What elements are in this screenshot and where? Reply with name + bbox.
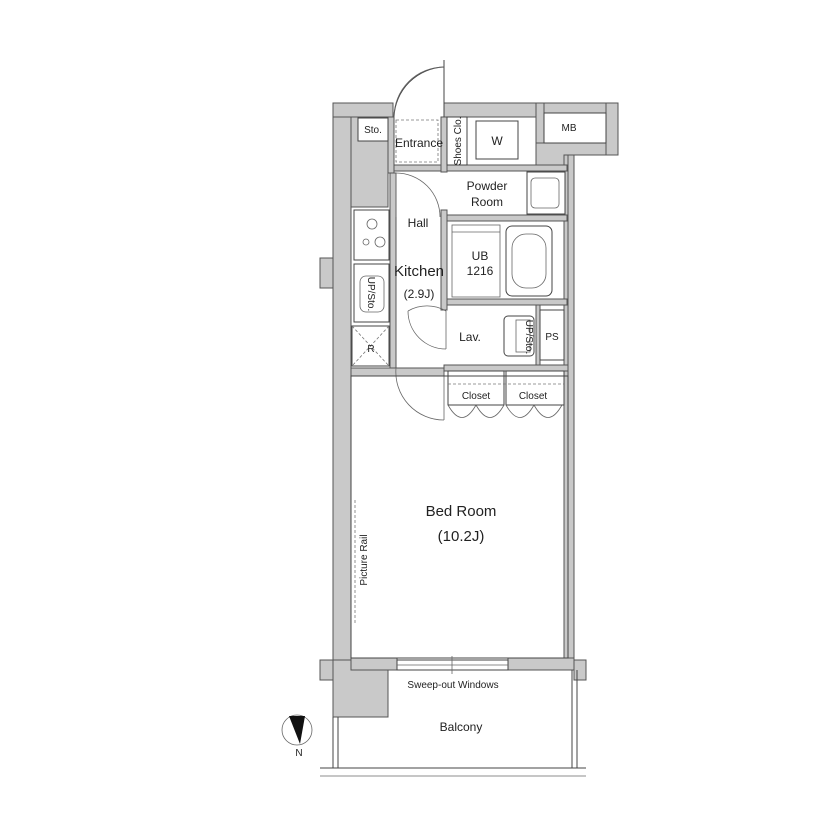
entrance-area: Entrance [393,60,445,163]
storage-area: Sto. [357,117,389,142]
pipe-space-label: PS [545,332,559,343]
closets: Closet Closet [447,370,565,418]
sweep-out-windows-label: Sweep-out Windows [407,680,498,691]
kitchen-size-label: (2.9J) [404,287,435,301]
powder-room: Powder Room [467,171,566,215]
lav-upper-storage-label: UP/Sto. [523,320,534,354]
unit-bath: UB 1216 [451,224,553,298]
hall: Hall [395,172,441,230]
bedroom-size-label: (10.2J) [438,528,485,545]
meter-box-label: MB [562,123,577,134]
north-arrow-icon: N [281,714,313,759]
unit-bath-label-2: 1216 [467,264,494,278]
north-label: N [295,748,302,759]
picture-rail-label: Picture Rail [359,534,370,585]
lavatory-label: Lav. [459,330,481,344]
bedroom: Bed Room (10.2J) Picture Rail [350,375,569,659]
closet-left-label: Closet [462,391,491,402]
balcony-label: Balcony [440,720,483,734]
shoes-closet-label: Shoes Clo. [453,117,464,166]
hall-label: Hall [408,216,429,230]
unit-bath-label-1: UB [472,249,489,263]
sweep-out-windows: Sweep-out Windows [396,656,509,691]
powder-room-label-1: Powder [467,179,508,193]
bedroom-label: Bed Room [426,503,497,520]
storage-label: Sto. [364,125,382,136]
kitchen-label: Kitchen [394,263,444,280]
balcony: Balcony [320,670,586,777]
washer-label: W [491,134,503,148]
lavatory: Lav. UP/Sto. [407,305,535,357]
powder-room-label-2: Room [471,195,503,209]
entrance-label: Entrance [395,136,443,150]
kitchen-area: UP/Sto. R Kitchen (2.9J) [351,209,445,421]
outer-walls [319,102,619,718]
washer-space: W [475,120,519,160]
kitchen-upper-storage-label: UP/Sto. [365,277,376,311]
refrigerator-label: R [367,344,374,355]
shoes-closet: Shoes Clo. [446,116,468,166]
interior-walls [350,116,569,377]
meter-box: MB [543,112,607,144]
closet-right-label: Closet [519,391,548,402]
stove-burner-icon [353,209,390,261]
pipe-space: PS [539,309,565,361]
